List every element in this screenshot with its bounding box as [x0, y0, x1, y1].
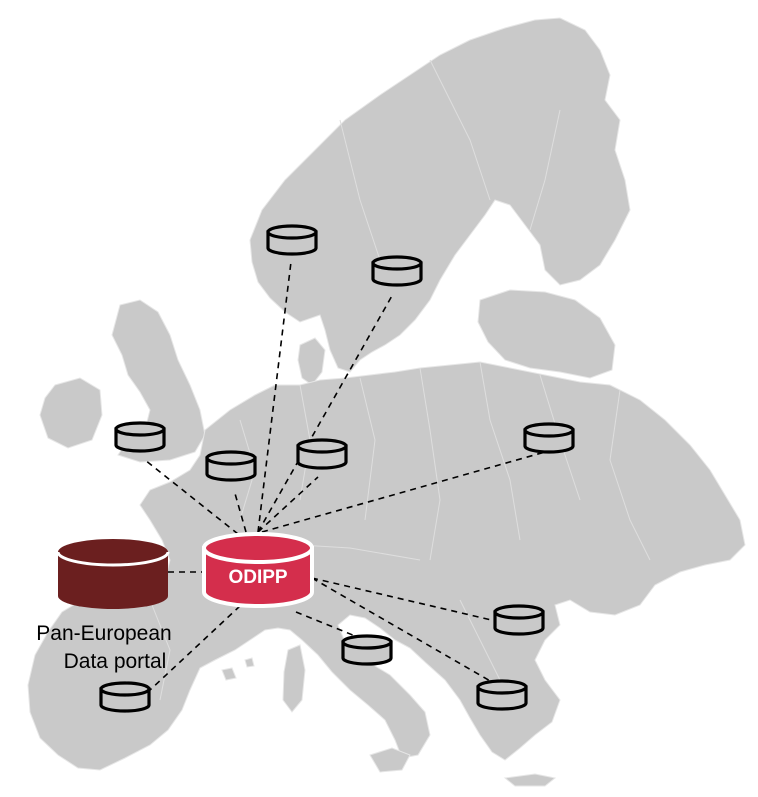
link-ukraine — [261, 451, 546, 533]
portal-database-top — [58, 539, 168, 565]
database-node-bulgaria[interactable] — [493, 604, 545, 636]
database-node-spain[interactable] — [99, 681, 151, 713]
database-icon-top — [99, 681, 151, 697]
database-icon-top — [493, 604, 545, 620]
database-node-italy[interactable] — [341, 634, 393, 666]
database-icon-top — [371, 255, 423, 271]
link-greece — [311, 577, 493, 683]
islands-landmass — [221, 657, 255, 681]
database-node-norway[interactable] — [266, 224, 318, 256]
ireland-landmass — [39, 377, 103, 449]
database-icon-top — [523, 422, 575, 438]
national-nodes — [99, 224, 575, 713]
database-icon-top — [266, 224, 318, 240]
database-icon-top — [296, 438, 348, 454]
crete-landmass — [503, 773, 557, 787]
link-germany — [257, 476, 319, 533]
portal-database-rim — [56, 551, 170, 567]
database-icon-top — [114, 421, 166, 437]
portal-label: Pan-European Data portal — [4, 620, 204, 676]
database-node-ukraine[interactable] — [523, 422, 575, 454]
database-icon-top — [341, 634, 393, 650]
pan-european-portal-database[interactable] — [56, 539, 170, 609]
database-node-uk[interactable] — [114, 421, 166, 453]
database-node-greece[interactable] — [476, 679, 528, 711]
baltic-landmass — [477, 289, 616, 379]
portal-label-line2: Data portal — [63, 650, 167, 673]
sicily-landmass — [369, 747, 411, 773]
hub-label: ODIPP — [228, 567, 287, 588]
database-node-germany[interactable] — [296, 438, 348, 470]
sardinia-landmass — [282, 644, 306, 713]
link-sweden — [257, 293, 394, 533]
link-spain — [149, 605, 241, 691]
connection-lines — [144, 261, 546, 691]
link-italy — [295, 611, 366, 641]
database-node-sweden[interactable] — [371, 255, 423, 287]
odipp-hub-database[interactable]: ODIPP — [202, 532, 314, 608]
portal-database-body — [58, 552, 168, 609]
hub-database-top — [202, 532, 314, 564]
link-uk — [144, 459, 239, 535]
great-britain-landmass — [111, 299, 206, 463]
database-icon-top — [205, 450, 257, 466]
hub-database-body — [202, 546, 314, 608]
denmark-landmass — [297, 337, 326, 386]
scandinavia-landmass — [249, 17, 631, 373]
database-node-belgium[interactable] — [205, 450, 257, 482]
link-belgium — [233, 489, 247, 533]
link-norway — [257, 261, 292, 533]
portal-label-line1: Pan-European — [36, 622, 172, 645]
database-icon-top — [476, 679, 528, 695]
